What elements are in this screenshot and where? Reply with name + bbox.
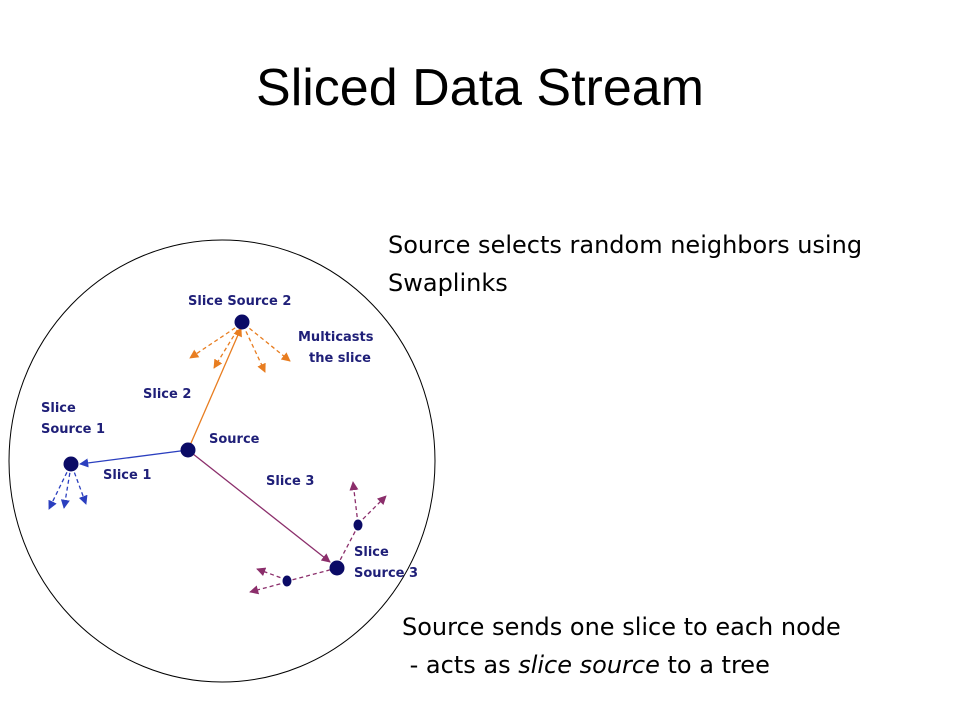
label-slice-source-3-a: Slice [354, 545, 389, 560]
multicast-arrow [336, 525, 359, 567]
multicast-arrow [213, 323, 242, 369]
label-slice-source-1-b: Source 1 [41, 422, 105, 437]
slide-title: Sliced Data Stream [256, 59, 704, 117]
multicast-arrow [287, 567, 338, 582]
slice-note-line1: Source sends one slice to each node [402, 613, 841, 641]
multicast-arrow [249, 581, 288, 595]
label-slice-source-1-a: Slice [41, 401, 76, 416]
multicast-arrow [349, 481, 359, 525]
label-multicasts: Multicasts [298, 330, 374, 345]
label-slice-2: Slice 2 [143, 387, 191, 402]
multicast-arrow [243, 323, 291, 362]
label-slice-source-3-b: Source 3 [354, 566, 418, 581]
tree-node [353, 519, 363, 531]
label-slice-source-2: Slice Source 2 [188, 294, 291, 309]
swaplinks-note-line2: Swaplinks [388, 269, 508, 297]
swaplinks-note-line1: Source selects random neighbors using [388, 231, 863, 259]
source-node [180, 442, 196, 458]
multicast-arrow [48, 465, 71, 510]
multicast-arrow [71, 465, 88, 505]
multicast-arrow [189, 323, 242, 359]
slice-source-3-node [329, 560, 345, 576]
label-source: Source [209, 432, 260, 447]
slice-note: Source sends one slice to each node - ac… [402, 608, 841, 684]
multicast-arrow [242, 324, 266, 373]
slice-note-italic: slice source [518, 651, 660, 679]
slice-source-2-node [234, 314, 250, 330]
multicast-arrow [357, 495, 387, 525]
slice-2-link [187, 327, 242, 451]
label-slice-1: Slice 1 [103, 468, 151, 483]
multicast-arrow [256, 567, 288, 581]
label-slice-3: Slice 3 [266, 474, 314, 489]
slice-note-prefix: - acts as [402, 651, 519, 679]
label-the-slice: the slice [309, 351, 371, 366]
slice-1-link [79, 449, 189, 468]
swaplinks-note: Source selects random neighbors using Sw… [388, 226, 862, 302]
network-boundary-circle [8, 239, 436, 683]
slice-source-1-node [63, 456, 79, 472]
tree-node [282, 575, 292, 587]
multicast-arrow [60, 465, 72, 509]
slice-3-link [187, 449, 331, 563]
slice-note-suffix: to a tree [659, 651, 770, 679]
